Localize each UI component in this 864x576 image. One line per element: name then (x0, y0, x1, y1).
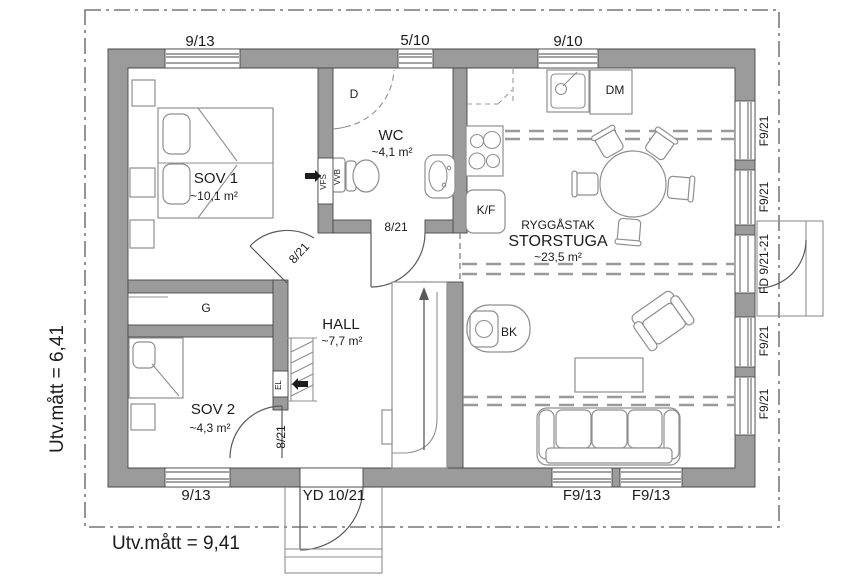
door-right-fd (734, 234, 756, 294)
label-water-heater: VVB (333, 169, 342, 185)
nightstand (130, 403, 156, 431)
double-bed (157, 107, 274, 219)
nightstand (129, 167, 156, 198)
label-window-right-1: F9/21 (757, 115, 771, 146)
label-door-right-fd: FD 9/21-21 (757, 234, 771, 294)
nightstand (131, 79, 156, 107)
door-sov1 (249, 229, 315, 284)
counter-outline (467, 69, 514, 105)
window-right-2 (734, 169, 756, 226)
dining-chair (614, 217, 642, 247)
label-dishwasher: DM (606, 83, 625, 97)
label-window-bottom-sov2: 9/13 (181, 487, 210, 504)
right-deck (756, 220, 824, 317)
label-window-bottom-living-2: F9/13 (632, 487, 670, 504)
label-window-right-2: F9/21 (757, 181, 771, 212)
label-window-bottom-living-1: F9/13 (563, 487, 601, 504)
label-room-hall: HALL (322, 316, 360, 333)
label-room-wc: WC (379, 127, 404, 144)
window-bottom-sov2 (164, 467, 231, 488)
window-right-1 (734, 100, 756, 161)
label-area-sov1: ~10,1 m² (190, 189, 238, 203)
kitchen (465, 69, 633, 234)
vent-arrow-icon (305, 170, 321, 182)
label-window-top-wc: 5/10 (400, 32, 429, 49)
label-door-sov1: 8/21 (286, 239, 312, 266)
sofa (536, 407, 681, 466)
wc-fixtures (331, 69, 456, 199)
nightstand (129, 219, 155, 249)
window-right-3 (734, 316, 756, 368)
vent-shaft-box (305, 157, 334, 205)
label-exterior-height: Utv.mått = 6,41 (47, 325, 68, 453)
label-vent-shaft: VFS (319, 174, 328, 190)
windows (164, 48, 756, 488)
label-shower: D (350, 87, 359, 101)
label-wardrobe: G (201, 301, 210, 315)
shower (332, 69, 395, 130)
window-top-kitchen (537, 48, 599, 69)
door-wc (370, 232, 426, 288)
stairs-up-arrow (419, 287, 429, 300)
washbasin (424, 154, 456, 199)
electrical-panel-box (272, 370, 308, 398)
label-wood-stove: BK (501, 325, 517, 339)
window-right-4 (734, 376, 756, 436)
wood-stove (466, 304, 531, 353)
entry-porch (284, 487, 383, 574)
window-bottom-living-1 (551, 467, 613, 488)
dining-chair (666, 175, 696, 203)
el-arrow-icon (292, 378, 308, 390)
label-area-sov2: ~4,3 m² (189, 421, 230, 435)
label-door-wc: 8/21 (384, 220, 408, 234)
labels: 9/13 5/10 9/10 9/13 YD 10/21 F9/13 F9/13… (47, 32, 771, 554)
window-bottom-living-2 (619, 467, 683, 488)
storstuga-furniture (466, 124, 696, 466)
staircase (381, 281, 448, 469)
label-fridge-freezer: K/F (477, 203, 496, 217)
sov1-furniture (129, 79, 274, 249)
label-entry-door: YD 10/21 (303, 487, 366, 504)
label-window-right-3: F9/21 (757, 325, 771, 356)
armchair (631, 290, 695, 352)
toilet (345, 159, 380, 193)
label-room-sov2: SOV 2 (191, 401, 235, 418)
label-roof-note: RYGGÅSTAK (521, 217, 595, 232)
dining-chair (645, 126, 679, 161)
label-area-storstuga: ~23,5 m² (534, 250, 582, 264)
fridge-freezer (465, 189, 506, 234)
ridge-beam-lines (462, 129, 734, 407)
sov2-furniture (128, 337, 184, 431)
dining-chair (571, 170, 599, 198)
window-top-wc (397, 48, 434, 69)
label-area-wc: ~4,1 m² (371, 145, 412, 159)
kitchen-sink (546, 69, 590, 113)
single-bed (128, 337, 184, 399)
door-sov2 (229, 405, 283, 459)
window-top-sov1 (164, 48, 241, 69)
label-room-storstuga: STORSTUGA (508, 233, 608, 250)
coat-rack (287, 337, 317, 402)
label-electrical: EL (274, 380, 283, 390)
coffee-table (574, 357, 644, 393)
dishwasher (589, 69, 633, 115)
entry-door-opening (299, 467, 364, 488)
label-area-hall: ~7,7 m² (321, 334, 362, 348)
label-window-right-4: F9/21 (757, 388, 771, 419)
label-window-top-sov1: 9/13 (185, 33, 214, 50)
dining-table (599, 150, 667, 218)
label-exterior-width: Utv.mått = 9,41 (112, 533, 240, 554)
label-window-top-kitchen: 9/10 (553, 33, 582, 50)
dining-chair (591, 124, 624, 159)
stove (465, 125, 504, 177)
label-room-sov1: SOV 1 (194, 170, 238, 187)
doors (229, 220, 824, 574)
label-door-sov2: 8/21 (274, 425, 288, 449)
site-boundary (84, 9, 780, 528)
